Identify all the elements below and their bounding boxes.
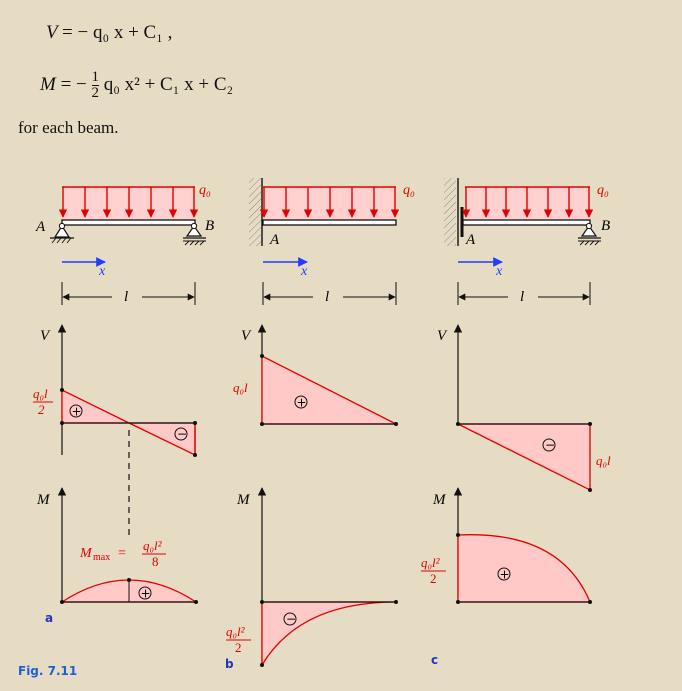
sublabel-b: b: [225, 657, 234, 671]
beam-c-body: [462, 219, 591, 226]
x-label-b: x: [300, 264, 308, 279]
m-axis-label-a: M: [36, 492, 51, 508]
moment-value-b-num: q₀l²: [226, 624, 246, 639]
moment-plus-sign-a: +: [141, 587, 151, 601]
mmax-subscript: max: [93, 552, 110, 563]
m-frac-den: 2: [91, 85, 100, 101]
moment-diagram-a: M + M max = q₀l² 8: [36, 487, 199, 604]
shear-diagram-b: V q₀l +: [233, 324, 398, 426]
beam-a-body: [61, 219, 196, 226]
moment-diagram-c: M + q₀l² 2: [421, 487, 592, 604]
v-axis-label-b: V: [241, 328, 252, 344]
label-a-c: A: [465, 232, 476, 248]
shear-diagram-a: V q₀l 2 + −: [33, 324, 197, 535]
equation-v: V = − q₀ x + C₁ ,: [46, 22, 172, 44]
v-symbol: V: [46, 22, 58, 43]
paragraph-for-each-beam: for each beam.: [18, 118, 119, 137]
v-rhs: = − q₀ x + C₁ ,: [62, 22, 173, 43]
shear-diagram-c: V − q₀l: [437, 324, 611, 492]
v-axis-label-c: V: [437, 328, 448, 344]
x-label-a: x: [98, 264, 106, 279]
mmax-num: q₀l²: [143, 538, 163, 553]
label-a-b: A: [269, 232, 280, 248]
shear-value-a-den: 2: [38, 402, 45, 417]
length-label-b: l: [325, 289, 329, 305]
moment-value-c-num: q₀l²: [421, 555, 441, 570]
m-rhs-post: q₀ x² + C₁ x + C₂: [103, 73, 234, 95]
moment-diagram-b: M − q₀l² 2: [226, 487, 398, 668]
x-label-c: x: [495, 264, 503, 279]
moment-value-b-den: 2: [235, 640, 242, 655]
m-axis-label-b: M: [236, 492, 251, 508]
beam-c: q₀ A B x l: [444, 178, 610, 305]
load-label-b: q₀: [403, 183, 415, 198]
m-axis-label-c: M: [432, 492, 447, 508]
load-arrows-c: [461, 187, 594, 218]
length-label-a: l: [124, 289, 128, 305]
beam-a: q₀ A B x l: [35, 183, 214, 305]
beam-b-body: [262, 219, 397, 226]
wall-c: [444, 178, 456, 246]
m-symbol: M: [40, 73, 56, 95]
sublabel-a: a: [45, 611, 54, 625]
pin-support-a: [53, 224, 71, 238]
figure-caption: Fig. 7.11: [18, 664, 78, 678]
roller-support-b: [185, 224, 203, 237]
load-arrows-a: [58, 187, 199, 218]
moment-value-c-den: 2: [430, 571, 437, 586]
shear-value-b: q₀l: [233, 380, 248, 395]
sublabel-c: c: [431, 653, 439, 667]
label-b-a: B: [205, 218, 214, 234]
m-rhs-pre: = −: [60, 73, 87, 95]
shear-minus-sign-a: −: [177, 427, 187, 441]
mmax-den: 8: [152, 554, 159, 569]
moment-plus-sign-c: +: [500, 568, 510, 582]
mmax-equals: =: [118, 546, 126, 561]
shear-plus-sign-b: +: [297, 396, 307, 410]
mmax-label: M: [79, 546, 93, 561]
v-axis-label-a: V: [40, 328, 51, 344]
load-arrows-b: [259, 187, 400, 218]
shear-minus-sign-c: −: [545, 438, 555, 452]
load-label-c: q₀: [597, 183, 609, 198]
moment-minus-sign-b: −: [286, 612, 296, 626]
length-label-c: l: [520, 289, 524, 305]
beam-b: q₀ A x l: [249, 178, 415, 305]
shear-plus-sign-a: +: [72, 405, 82, 419]
label-a-a: A: [35, 219, 46, 235]
wall-b: [249, 178, 261, 246]
shear-value-a-num: q₀l: [33, 386, 48, 401]
shear-value-c: q₀l: [596, 453, 611, 468]
m-frac-num: 1: [91, 69, 100, 86]
m-fraction: 1 2: [91, 69, 100, 101]
load-label-a: q₀: [199, 183, 211, 198]
equation-m: M = − 1 2 q₀ x² + C₁ x + C₂: [40, 70, 233, 101]
label-b-c: B: [601, 218, 610, 234]
roller-support-c: [580, 224, 598, 237]
